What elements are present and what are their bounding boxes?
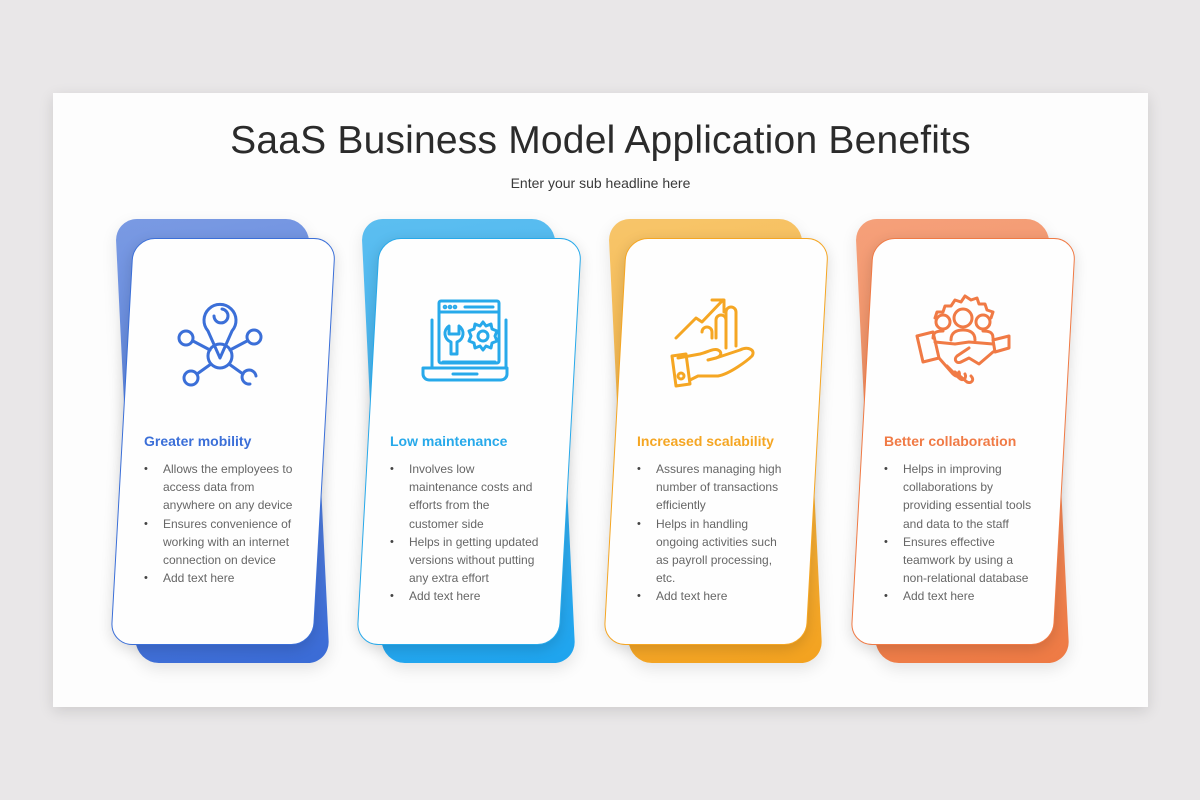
benefit-card-mobility: Greater mobility Allows the employees to… xyxy=(110,93,355,713)
slide: SaaS Business Model Application Benefits… xyxy=(53,93,1148,707)
card-title: Increased scalability xyxy=(637,433,774,449)
card-title: Better collaboration xyxy=(884,433,1017,449)
benefit-card-collaboration: Better collaboration Helps in improving … xyxy=(850,93,1095,713)
laptop-maintenance-icon xyxy=(415,288,515,388)
bullet-item: Helps in improving collaborations by pro… xyxy=(884,460,1034,533)
card-title: Greater mobility xyxy=(144,433,252,449)
bullet-item: Allows the employees to access data from… xyxy=(144,460,294,515)
bullet-list: Involves low maintenance costs and effor… xyxy=(390,460,540,606)
card-title: Low maintenance xyxy=(390,433,508,449)
bullet-list: Helps in improving collaborations by pro… xyxy=(884,460,1034,606)
benefit-card-scalability: Increased scalability Assures managing h… xyxy=(603,93,848,713)
benefit-card-maintenance: Low maintenance Involves low maintenance… xyxy=(356,93,601,713)
slide-subtitle: Enter your sub headline here xyxy=(510,175,691,191)
network-location-pin-icon xyxy=(170,288,270,388)
bullet-item: Involves low maintenance costs and effor… xyxy=(390,460,540,533)
bullet-item: Add text here xyxy=(144,569,294,587)
hand-growth-chart-icon xyxy=(668,288,768,388)
handshake-team-gear-icon xyxy=(913,288,1013,388)
bullet-item: Add text here xyxy=(390,587,540,605)
bullet-item: Helps in getting updated versions withou… xyxy=(390,533,540,588)
bullet-list: Assures managing high number of transact… xyxy=(637,460,787,606)
bullet-item: Ensures convenience of working with an i… xyxy=(144,515,294,570)
bullet-item: Assures managing high number of transact… xyxy=(637,460,787,515)
bullet-item: Ensures effective teamwork by using a no… xyxy=(884,533,1034,588)
bullet-item: Add text here xyxy=(637,587,787,605)
bullet-item: Helps in handling ongoing activities suc… xyxy=(637,515,787,588)
bullet-list: Allows the employees to access data from… xyxy=(144,460,294,588)
slide-title: SaaS Business Model Application Benefits xyxy=(230,119,971,162)
bullet-item: Add text here xyxy=(884,587,1034,605)
